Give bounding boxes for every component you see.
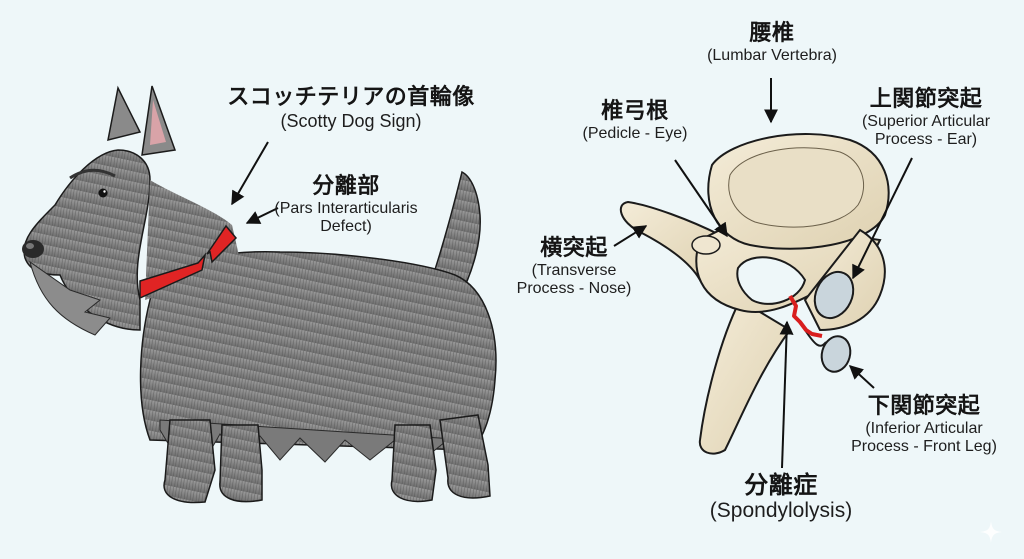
arrow-pedicle bbox=[674, 159, 728, 238]
label-inferior-articular: 下関節突起 (Inferior Articular Process - Fron… bbox=[826, 394, 1022, 455]
label-transverse-process: 横突起 (Transverse Process - Nose) bbox=[494, 236, 654, 297]
fracture-line bbox=[788, 294, 823, 338]
label-pars-en-1: (Pars Interarticularis bbox=[274, 199, 418, 217]
label-inferior-en-2: Process - Front Leg) bbox=[851, 437, 997, 455]
label-spondylolysis: 分離症 (Spondylolysis) bbox=[686, 472, 876, 522]
scottish-terrier-drawing bbox=[22, 85, 497, 504]
arrow-scotty-sign bbox=[231, 141, 269, 206]
label-lumbar-en: (Lumbar Vertebra) bbox=[707, 46, 837, 64]
label-pars-en-2: Defect) bbox=[320, 217, 372, 235]
label-superior-en-2: Process - Ear) bbox=[874, 130, 978, 148]
label-pars-defect: 分離部 (Pars Interarticularis Defect) bbox=[266, 174, 426, 235]
label-pars-jp: 分離部 bbox=[312, 174, 380, 199]
label-lumbar-jp: 腰椎 bbox=[749, 21, 795, 46]
label-lumbar-vertebra: 腰椎 (Lumbar Vertebra) bbox=[672, 21, 872, 65]
label-spondylolysis-jp: 分離症 bbox=[744, 471, 818, 499]
arrow-spondylolysis bbox=[779, 320, 794, 469]
label-transverse-en-1: (Transverse bbox=[531, 261, 617, 279]
label-inferior-en-1: (Inferior Articular bbox=[865, 419, 983, 437]
red-collar bbox=[139, 224, 238, 300]
arrow-inferior-articular bbox=[848, 365, 875, 389]
arrow-transverse-process bbox=[613, 225, 648, 247]
label-transverse-jp: 横突起 bbox=[540, 236, 608, 261]
arrow-pars-defect bbox=[245, 207, 279, 224]
label-inferior-jp: 下関節突起 bbox=[867, 394, 981, 419]
label-superior-jp: 上関節突起 bbox=[869, 87, 983, 112]
label-transverse-en-2: Process - Nose) bbox=[516, 279, 632, 297]
label-scotty-en: (Scotty Dog Sign) bbox=[280, 110, 422, 131]
label-pedicle: 椎弓根 (Pedicle - Eye) bbox=[555, 99, 715, 143]
label-scotty-dog-sign: スコッチテリアの首輪像 (Scotty Dog Sign) bbox=[206, 85, 496, 131]
arrow-superior-articular bbox=[852, 157, 913, 280]
label-superior-en-1: (Superior Articular bbox=[861, 112, 991, 130]
sparkle-icon bbox=[980, 521, 1002, 543]
label-superior-articular: 上関節突起 (Superior Articular Process - Ear) bbox=[836, 87, 1016, 148]
label-scotty-jp: スコッチテリアの首輪像 bbox=[227, 85, 475, 110]
label-pedicle-jp: 椎弓根 bbox=[601, 99, 669, 124]
label-pedicle-en: (Pedicle - Eye) bbox=[582, 124, 688, 142]
label-spondylolysis-en: (Spondylolysis) bbox=[709, 498, 853, 522]
